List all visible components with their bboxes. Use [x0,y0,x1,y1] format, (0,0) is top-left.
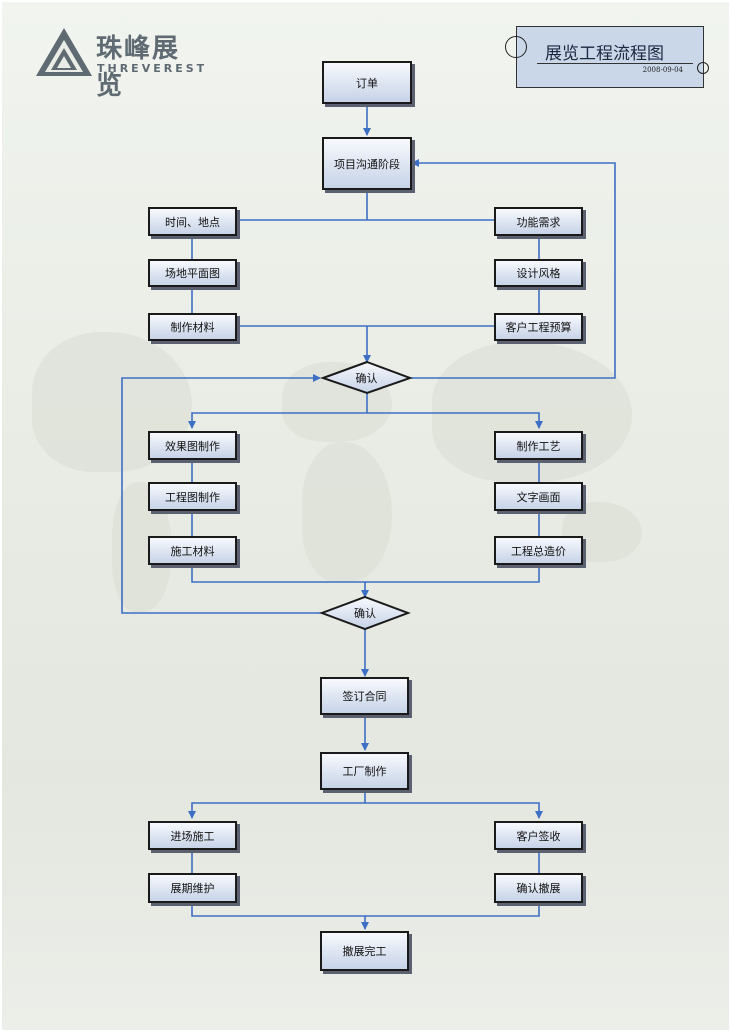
logo-chinese-name: 珠峰展览 [96,34,181,101]
node-total-cost: 工程总造价 [494,536,583,565]
node-project-communication: 项目沟通阶段 [322,137,412,190]
node-craft: 制作工艺 [494,431,583,460]
logo-english-name: THREVEREST [97,62,208,75]
title-left-circle [505,36,527,58]
node-client-acceptance: 客户签收 [494,821,583,850]
node-engineering-drawing: 工程图制作 [148,482,237,511]
node-confirm-dismantle: 确认撤展 [494,873,583,903]
confirm1-diamond [319,360,413,395]
node-client-budget: 客户工程预算 [494,313,583,341]
node-function-needs: 功能需求 [494,207,583,236]
arrow-confirm1-back-to-comm [410,159,616,379]
title-right-circle [697,62,709,74]
confirm2-label: 确认 [354,607,376,620]
confirm2-diamond [319,595,411,631]
company-logo: 珠峰展览 THREVEREST [34,26,208,101]
node-sign-contract: 签订合同 [320,677,409,715]
node-materials: 制作材料 [148,313,237,341]
line-merge2-right [365,565,540,583]
arrow-branch3-left [188,802,365,819]
node-order: 订单 [322,61,412,104]
arrow-branch2-left [188,412,367,429]
title-date: 2008-09-04 [642,66,683,74]
node-construction-materials: 施工材料 [148,536,237,565]
title-underline [537,63,693,64]
line-merge2-left [191,565,365,583]
node-floor-plan: 场地平面图 [148,259,237,287]
node-text-graphics: 文字画面 [494,482,583,511]
node-time-place: 时间、地点 [148,207,237,236]
line-merge3-right [365,903,540,917]
arrow-branch3-right [365,802,543,819]
page-title: 展览工程流程图 [545,44,664,64]
node-design-style: 设计风格 [494,259,583,287]
arrow-branch2-right [367,412,543,429]
confirm1-label: 确认 [355,371,378,385]
arrow-confirm2-back-to-confirm1 [121,374,322,614]
node-maintenance: 展期维护 [148,873,237,903]
title-box: 展览工程流程图 2008-09-04 [516,26,704,88]
node-site-construction: 进场施工 [148,821,237,850]
node-dismantle-complete: 撤展完工 [320,931,409,971]
logo-triangle-icon [36,28,92,76]
world-map-africa [302,442,392,582]
line-merge3-left [191,903,365,917]
node-factory-production: 工厂制作 [320,752,409,790]
node-rendering: 效果图制作 [148,431,237,460]
